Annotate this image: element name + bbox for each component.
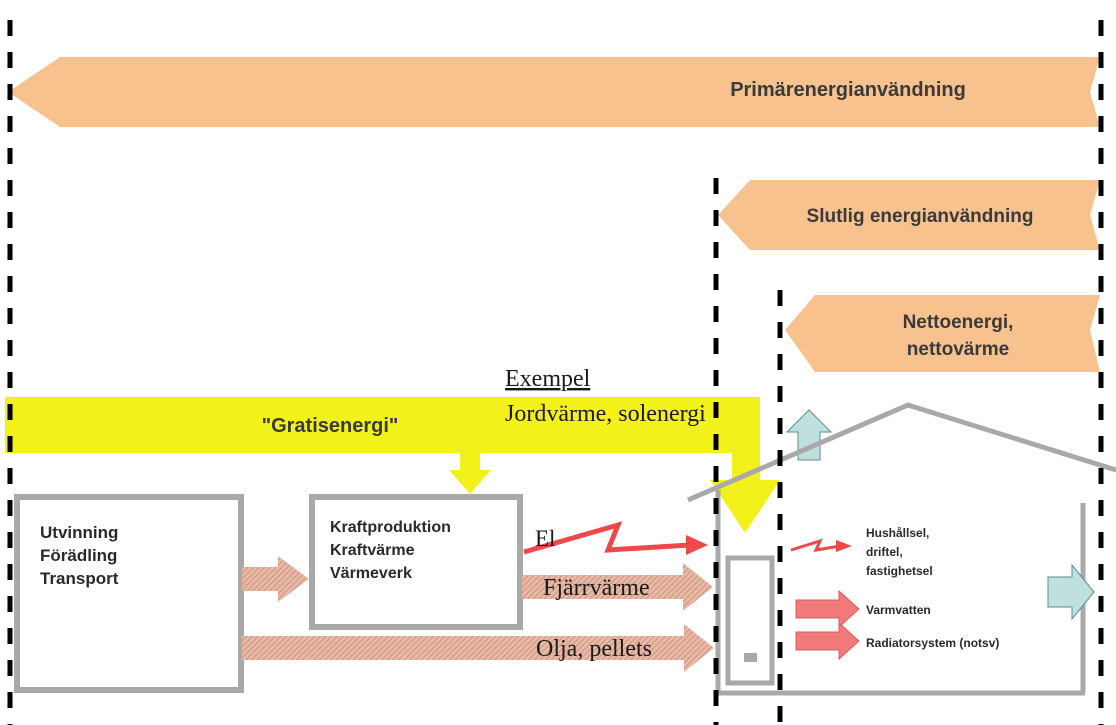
electricity-arrowhead xyxy=(686,535,708,555)
net-energy-label-line1: Nettoenergi, xyxy=(903,312,1014,333)
house-roof xyxy=(687,402,1116,503)
extraction-line2: Förädling xyxy=(40,546,117,565)
primary-energy-band xyxy=(8,57,1100,127)
house-electricity-arrowhead xyxy=(836,540,852,552)
example-text: Jordvärme, solenergi xyxy=(505,401,706,427)
free-energy-arrow xyxy=(5,397,780,533)
production-line1: Kraftproduktion xyxy=(330,519,451,536)
hot-water-label: Varmvatten xyxy=(866,603,931,617)
example-heading: Exempel xyxy=(505,366,591,392)
oil-pellets-arrow xyxy=(242,624,714,672)
hot-water-arrow xyxy=(795,589,860,629)
extraction-line1: Utvinning xyxy=(40,523,118,542)
household-el-line1: Hushållsel, xyxy=(866,526,929,540)
extraction-to-production-arrow xyxy=(242,556,309,602)
electricity-zigzag xyxy=(523,521,691,555)
production-line3: Värmeverk xyxy=(330,565,412,582)
district-heating-arrow xyxy=(522,563,713,611)
net-energy-band xyxy=(785,295,1100,372)
final-energy-band xyxy=(718,180,1100,250)
district-heating-label: Fjärrvärme xyxy=(543,575,650,601)
extraction-box xyxy=(14,494,244,693)
net-energy-label-line2: nettovärme xyxy=(907,339,1009,360)
radiator-arrow xyxy=(795,621,860,661)
primary-energy-label: Primärenergianvändning xyxy=(730,79,966,101)
house-electricity-zigzag xyxy=(790,538,841,552)
heating-unit xyxy=(725,555,775,686)
oil-pellets-label: Olja, pellets xyxy=(536,636,652,662)
heating-unit-indicator xyxy=(744,653,757,662)
household-el-line3: fastighetsel xyxy=(866,564,933,578)
wall-loss-arrow xyxy=(1047,563,1095,621)
extraction-line3: Transport xyxy=(40,569,119,588)
roof-loss-arrow xyxy=(785,409,833,461)
radiator-label: Radiatorsystem (notsv) xyxy=(866,636,999,650)
final-energy-label: Slutlig energianvändning xyxy=(807,206,1034,227)
household-el-line2: driftel, xyxy=(866,545,903,559)
electricity-label: El xyxy=(535,526,555,551)
free-energy-label: "Gratisenergi" xyxy=(262,415,399,437)
production-box xyxy=(309,494,523,630)
production-line2: Kraftvärme xyxy=(330,542,415,559)
